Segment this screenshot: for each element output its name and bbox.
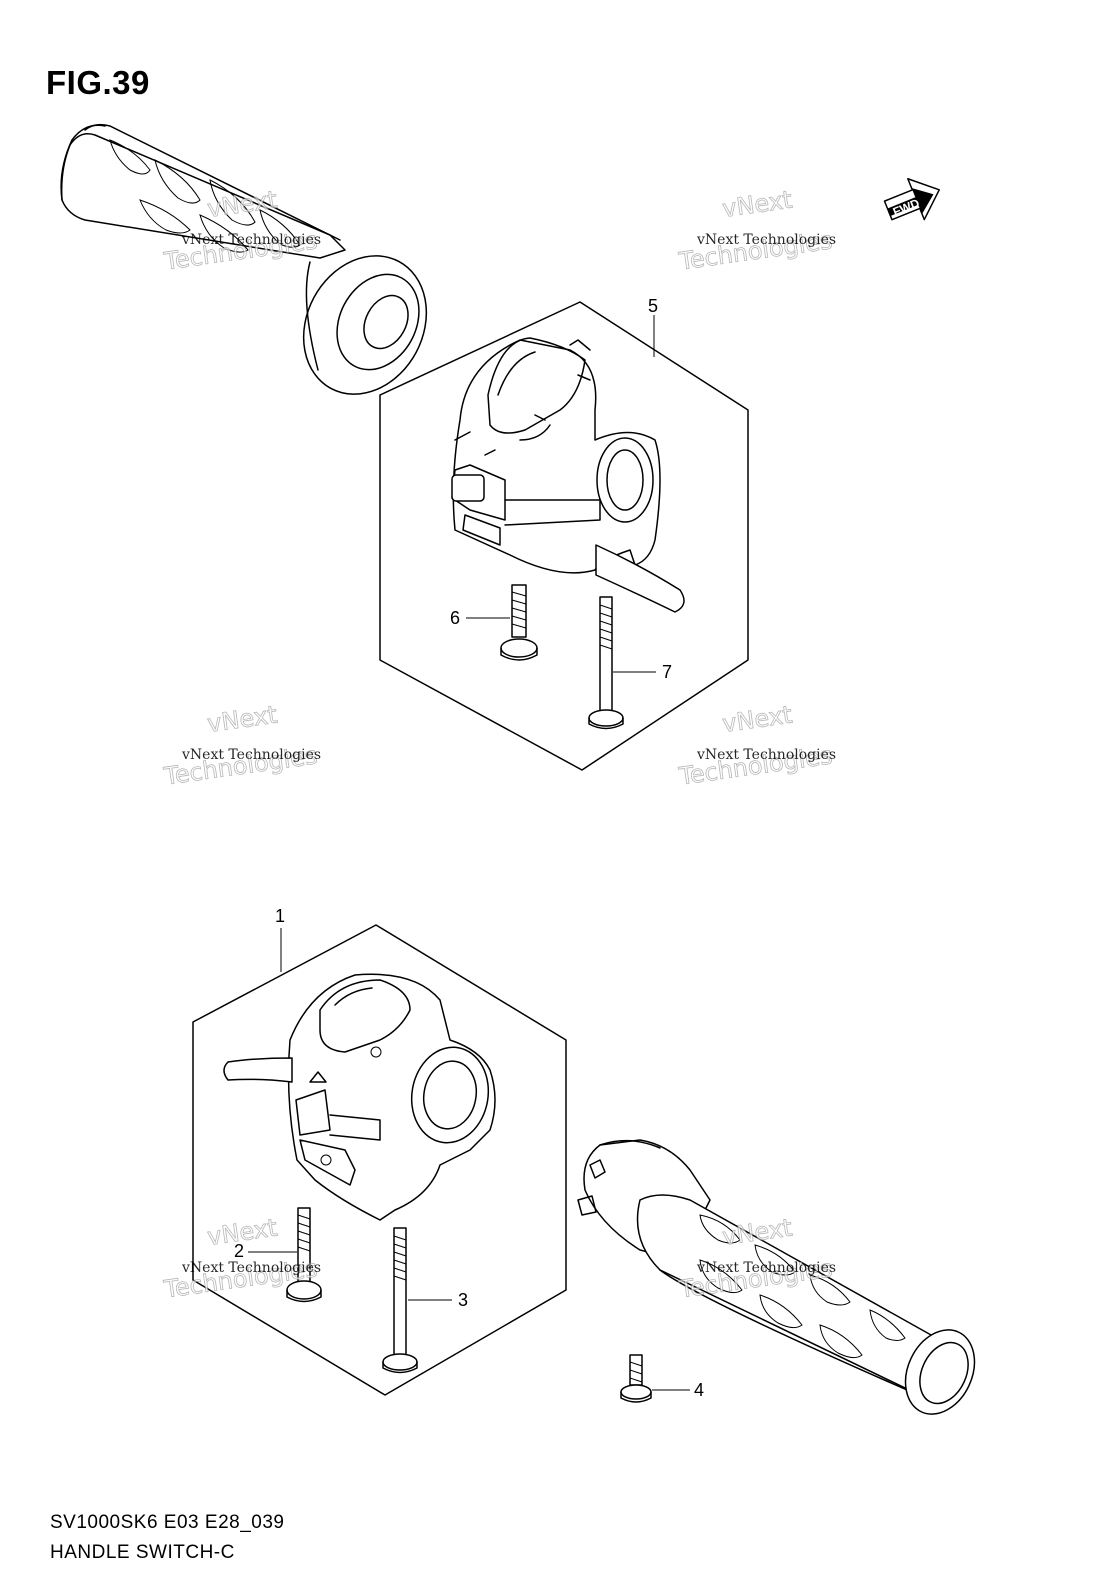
watermark: vNext Technologies vNext Technologies: [161, 700, 321, 791]
svg-text:vNext: vNext: [206, 1214, 279, 1251]
svg-text:vNext: vNext: [721, 186, 794, 223]
model-code: SV1000SK6 E03 E28_039: [50, 1512, 285, 1533]
svg-text:vNext Technologies: vNext Technologies: [696, 747, 836, 763]
svg-text:vNext Technologies: vNext Technologies: [696, 232, 836, 248]
screw-7[interactable]: [588, 596, 624, 730]
callout-6: 6: [450, 608, 460, 628]
fwd-arrow: FWD: [883, 178, 940, 221]
svg-text:vNext: vNext: [206, 701, 279, 738]
svg-text:vNext: vNext: [721, 701, 794, 738]
callout-5: 5: [648, 296, 658, 316]
svg-text:vNext Technologies: vNext Technologies: [181, 1260, 321, 1276]
left-switch-housing[interactable]: [223, 973, 496, 1221]
callout-2: 2: [234, 1241, 244, 1261]
callout-3: 3: [458, 1290, 468, 1310]
left-grip[interactable]: [60, 123, 450, 416]
callout-4: 4: [694, 1380, 704, 1400]
screw-4[interactable]: [620, 1354, 652, 1403]
svg-text:vNext Technologies: vNext Technologies: [696, 1260, 836, 1276]
screw-3[interactable]: [382, 1227, 418, 1374]
screw-2[interactable]: [286, 1207, 322, 1303]
callout-7: 7: [662, 662, 672, 682]
right-switch-housing[interactable]: [451, 337, 685, 613]
figure-title: FIG.39: [46, 64, 150, 101]
callout-1: 1: [275, 906, 285, 926]
svg-text:vNext Technologies: vNext Technologies: [181, 232, 321, 248]
watermark: vNext Technologies vNext Technologies: [676, 185, 836, 276]
figure-name: HANDLE SWITCH-C: [50, 1542, 235, 1563]
kit-box-1: [192, 924, 567, 1396]
screw-6[interactable]: [500, 584, 538, 661]
watermark: vNext Technologies vNext Technologies: [676, 700, 836, 791]
svg-text:vNext: vNext: [721, 1214, 794, 1251]
kit-box-5: [379, 301, 749, 771]
svg-text:vNext Technologies: vNext Technologies: [181, 747, 321, 763]
right-grip[interactable]: [577, 1139, 988, 1425]
